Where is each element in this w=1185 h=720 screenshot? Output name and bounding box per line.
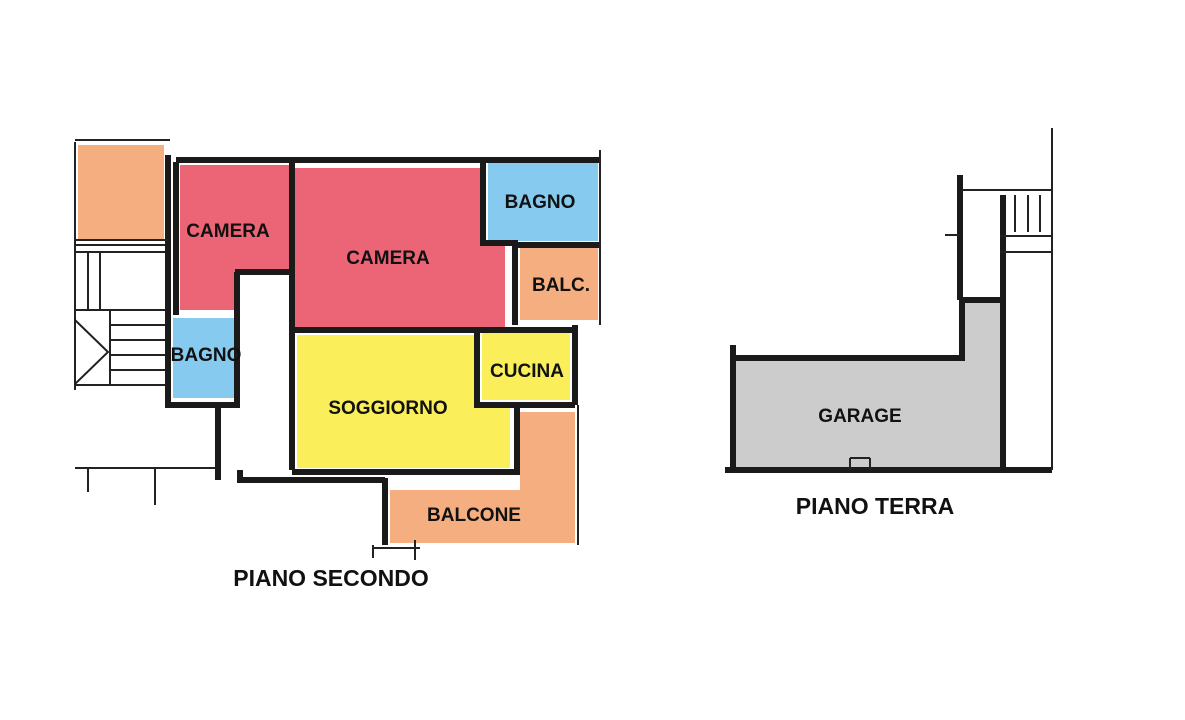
second-floor-walls bbox=[74, 139, 601, 560]
label-camera-small: CAMERA bbox=[186, 221, 270, 242]
title-piano-terra: PIANO TERRA bbox=[796, 493, 954, 519]
label-camera-large: CAMERA bbox=[346, 248, 430, 269]
label-balcone: BALCONE bbox=[427, 505, 521, 526]
room-cucina bbox=[482, 330, 570, 400]
second-floor-plan: CAMERA CAMERA BAGNO BALC. BAGNO SOGGIORN… bbox=[74, 139, 601, 591]
room-garage bbox=[735, 302, 1003, 468]
label-bagno-left: BAGNO bbox=[171, 345, 242, 366]
label-bagno-right: BAGNO bbox=[505, 192, 576, 213]
label-balc: BALC. bbox=[532, 275, 590, 296]
ground-floor-walls bbox=[725, 128, 1053, 473]
room-balcone bbox=[390, 412, 575, 543]
room-soggiorno bbox=[297, 335, 510, 468]
room-bagno-right bbox=[488, 163, 598, 241]
label-cucina: CUCINA bbox=[490, 361, 564, 382]
stair-lines bbox=[74, 244, 215, 505]
label-soggiorno: SOGGIORNO bbox=[328, 398, 447, 419]
label-garage: GARAGE bbox=[818, 406, 901, 427]
room-balc bbox=[520, 245, 598, 320]
ground-floor-plan: GARAGE PIANO TERRA bbox=[725, 128, 1053, 519]
title-piano-secondo: PIANO SECONDO bbox=[233, 565, 429, 591]
room-camera-large bbox=[295, 168, 505, 328]
room-bagno-left bbox=[173, 318, 235, 398]
room-balcony-topleft bbox=[78, 145, 164, 239]
